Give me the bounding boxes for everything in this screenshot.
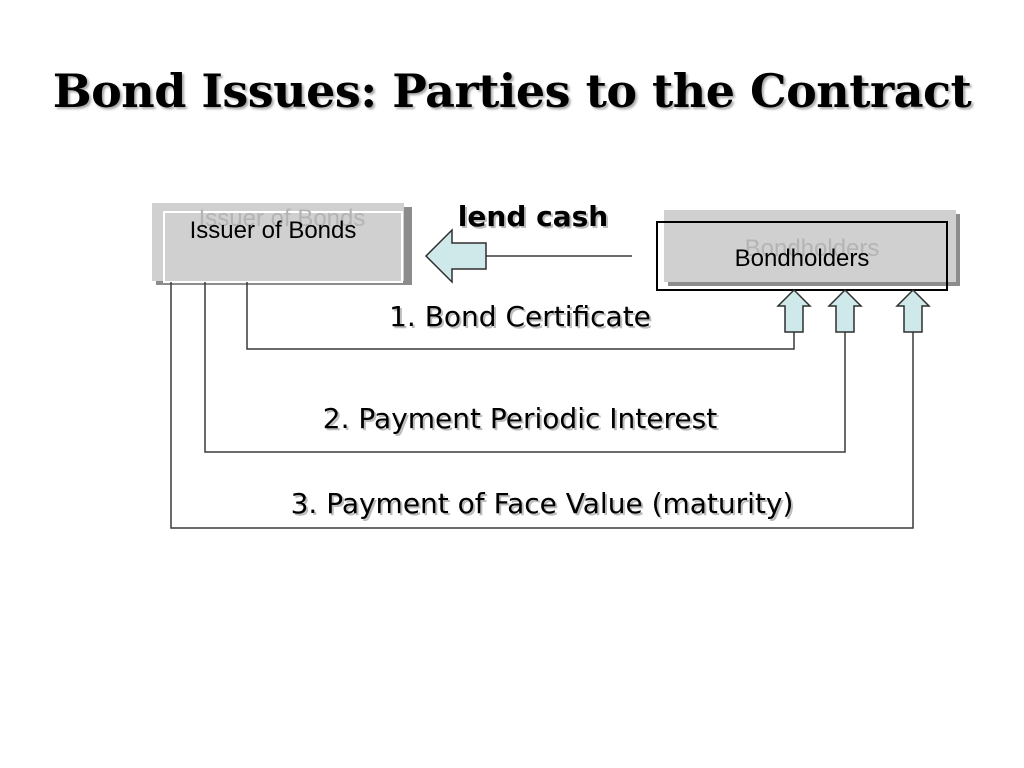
flow-1-line [246, 282, 795, 350]
flow-1-label-shadow: 1. Bond Certificate [391, 302, 653, 335]
flow-2-label: 2. Payment Periodic Interest [323, 402, 717, 435]
flow-3-label-shadow: 3. Payment of Face Value (maturity) [293, 489, 796, 522]
issuer-box: Issuer of Bonds Issuer of Bonds [152, 203, 412, 285]
bondholders-label-shadow: Bondholders [745, 235, 880, 262]
flow-3-label: 3. Payment of Face Value (maturity) [291, 487, 794, 520]
flow-2-line [204, 282, 846, 453]
bondholders-box: Bondholders Bondholders [656, 210, 960, 291]
lend-cash-label-shadow: lend cash [460, 202, 610, 235]
flow-1-arrow [776, 288, 812, 333]
bondholders-label: Bondholders [735, 245, 870, 272]
lend-cash-arrow [424, 228, 487, 284]
lend-cash-label: lend cash [458, 200, 608, 233]
flow-3-arrow [895, 288, 931, 333]
issuer-label-shadow: Issuer of Bonds [199, 205, 366, 232]
slide-title: Bond Issues: Parties to the Contract [52, 64, 972, 118]
flow-2-label-shadow: 2. Payment Periodic Interest [325, 404, 719, 437]
issuer-label: Issuer of Bonds [190, 217, 357, 244]
flow-3-line [170, 282, 914, 529]
flow-2-arrow [827, 288, 863, 333]
flow-1-label: 1. Bond Certificate [389, 300, 651, 333]
